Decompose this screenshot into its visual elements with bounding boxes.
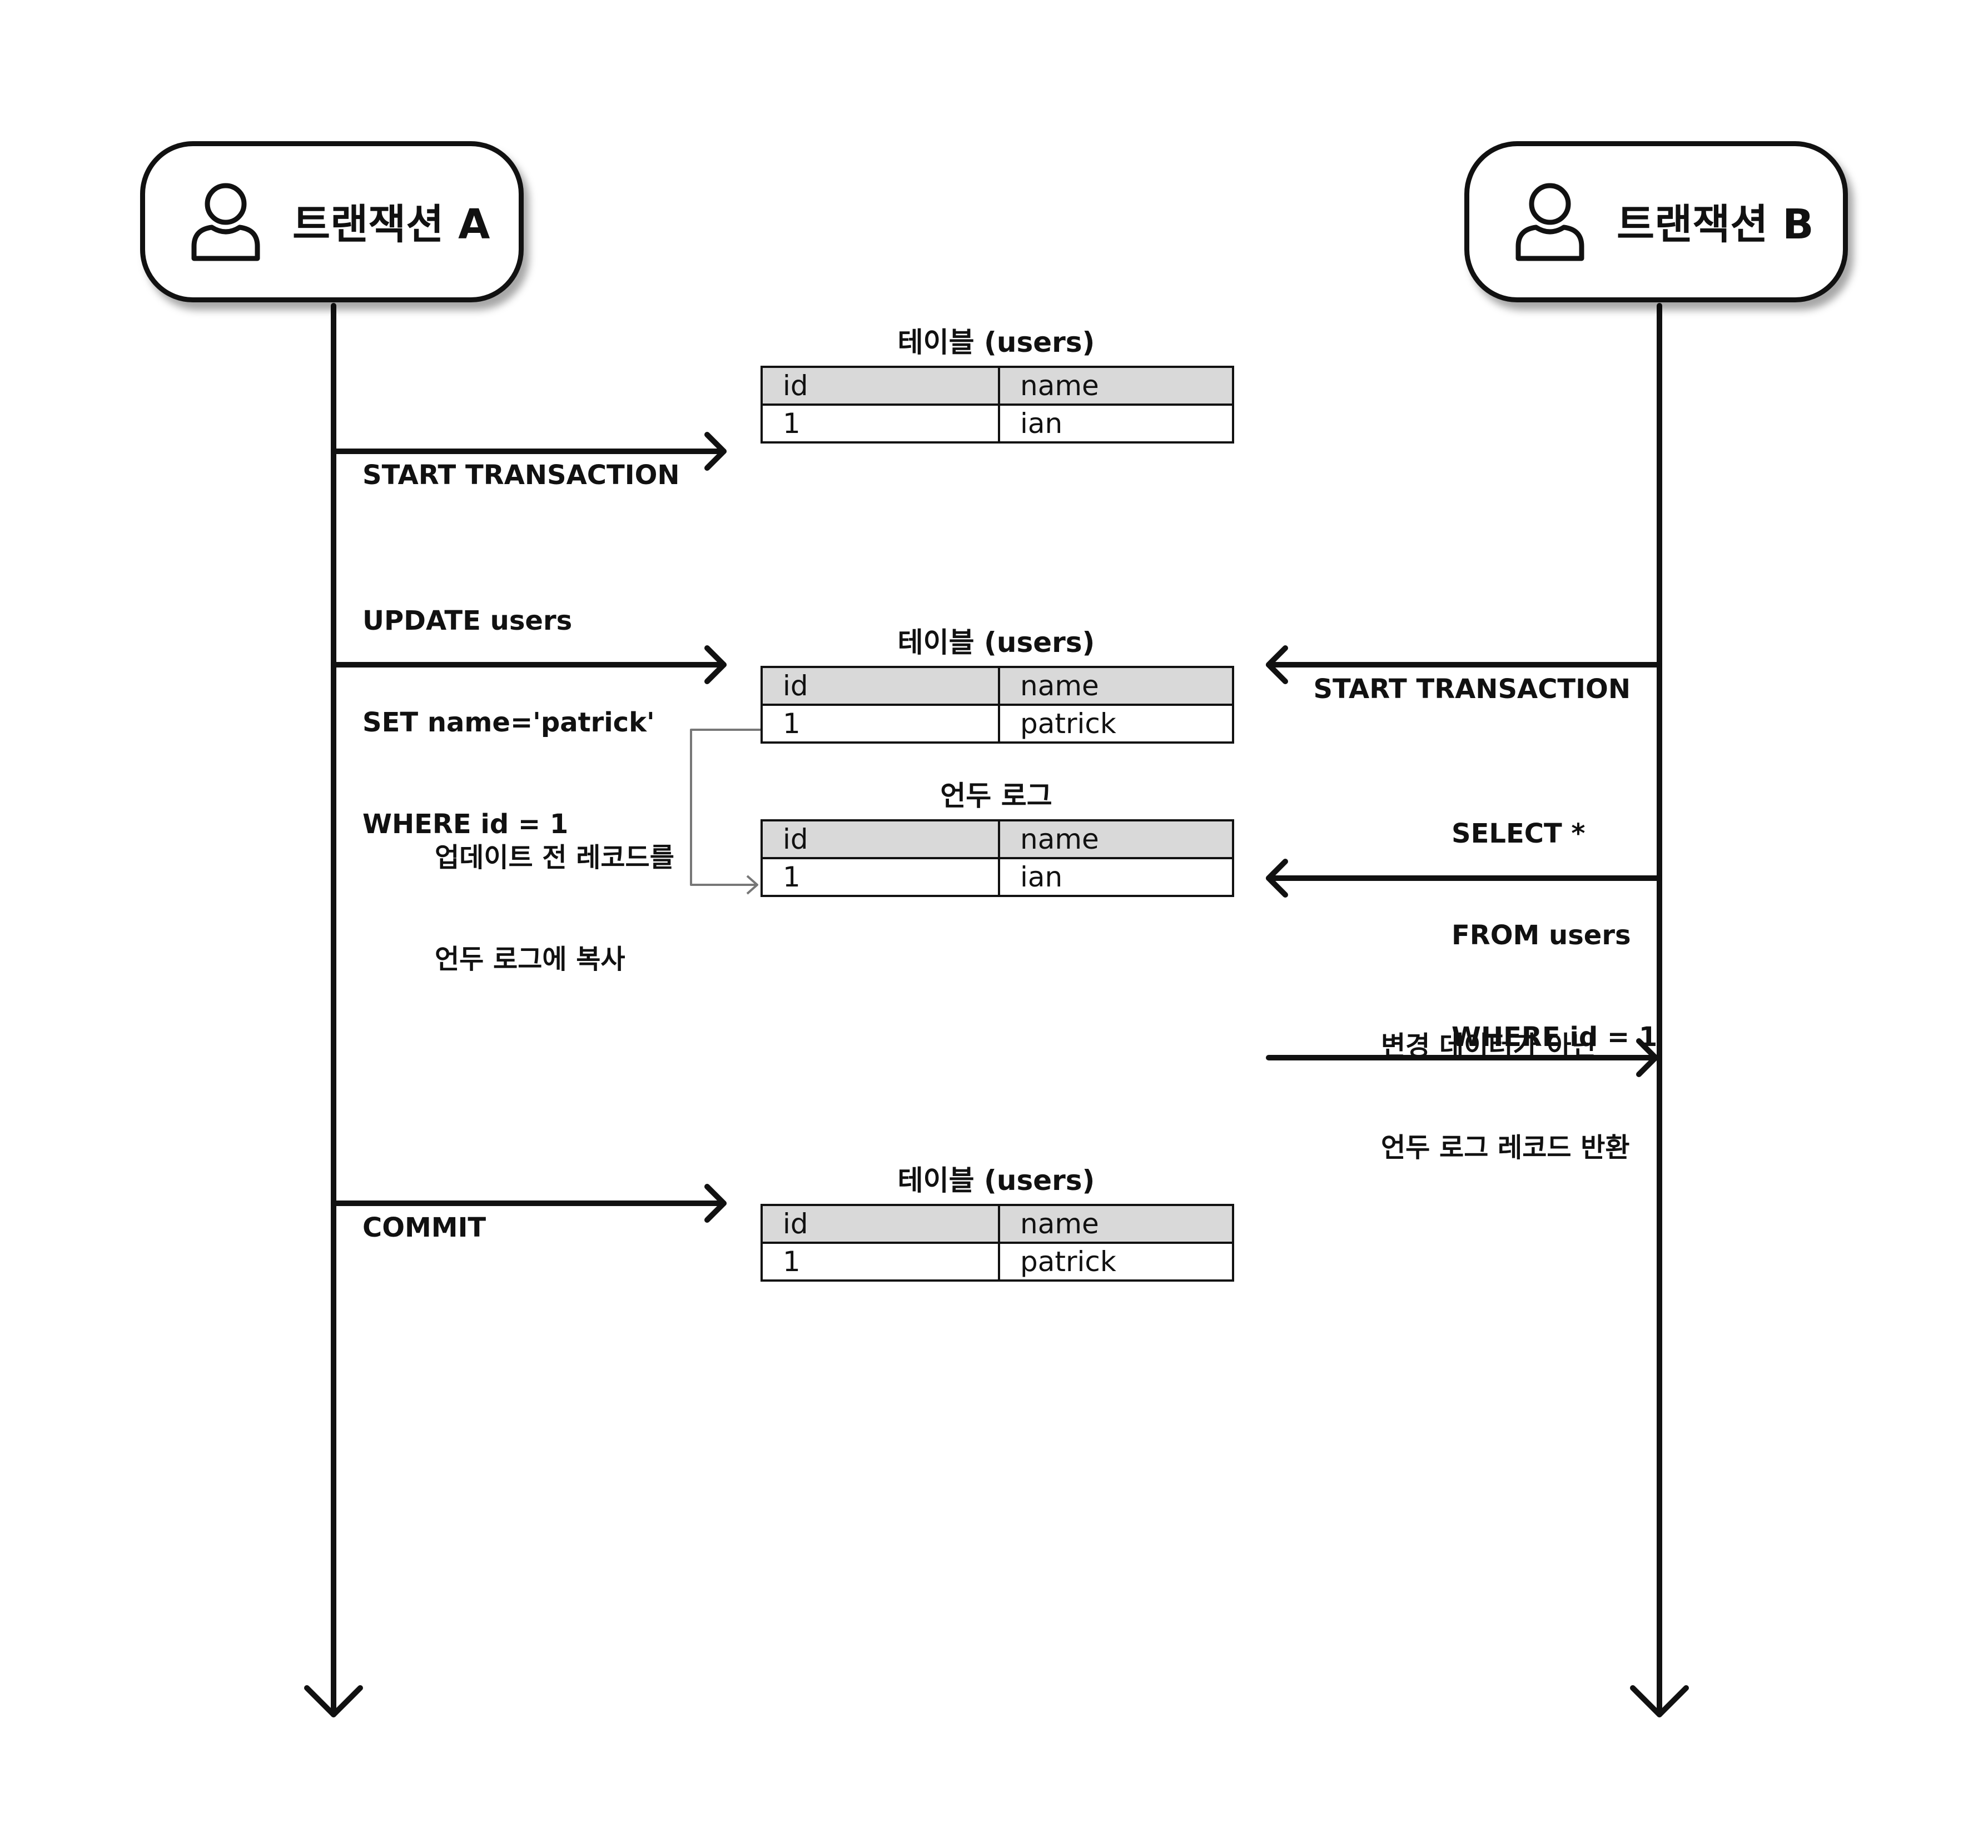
table-header-row: id name [761, 366, 1234, 406]
label-line: 언두 로그에 복사 [435, 944, 625, 975]
undo-log-table: id name 1 ian [761, 819, 1234, 897]
lifeline-a-arrowhead [304, 1685, 363, 1717]
table-cell: patrick [998, 1242, 1234, 1282]
label-a-update: UPDATE users SET name='patrick' WHERE id… [362, 536, 655, 909]
table-title: 언두 로그 [940, 780, 1052, 812]
label-line: WHERE id = 1 [362, 809, 569, 840]
users-table-updated: id name 1 patrick [761, 666, 1234, 744]
column-header: name [998, 666, 1234, 706]
table-cell: ian [998, 404, 1234, 444]
label-line: 업데이트 전 레코드를 [435, 842, 674, 873]
actor-name: 트랜잭션 A [292, 201, 490, 248]
table-header-row: id name [761, 666, 1234, 706]
column-header: name [998, 819, 1234, 859]
table-row: 1 patrick [761, 1242, 1234, 1282]
table-cell: 1 [761, 857, 1000, 897]
label-b-select: SELECT * FROM users WHERE id = 1 [1452, 749, 1657, 1122]
arrow-a-commit-head [704, 1184, 727, 1223]
column-header: name [998, 1204, 1234, 1244]
table-title: 테이블 (users) [897, 1164, 1095, 1197]
label-b-start: START TRANSACTION [1313, 605, 1631, 774]
arrow-a-start-head [704, 432, 727, 471]
users-table-initial: id name 1 ian [761, 366, 1234, 444]
column-header: id [761, 366, 1000, 406]
undo-copy-bracket [690, 729, 761, 886]
table-cell: patrick [998, 704, 1234, 744]
column-header: id [761, 819, 1000, 859]
column-header: name [998, 366, 1234, 406]
table-cell: 1 [761, 704, 1000, 744]
table-header-row: id name [761, 1204, 1234, 1244]
label-line: START TRANSACTION [362, 460, 680, 491]
actor-name: 트랜잭션 B [1617, 201, 1814, 248]
label-line: WHERE id = 1 [1452, 1022, 1658, 1053]
undo-copy-arrowhead [746, 875, 758, 895]
label-undo-copy: 업데이트 전 레코드를 언두 로그에 복사 [435, 773, 674, 1044]
table-row: 1 ian [761, 857, 1234, 897]
label-line: FROM users [1452, 920, 1631, 951]
actor-transaction-a: 트랜잭션 A [140, 141, 524, 302]
label-a-start: START TRANSACTION [362, 391, 680, 560]
column-header: id [761, 666, 1000, 706]
label-line: 변경 데이터가 아닌 [1381, 1030, 1596, 1062]
label-line: SET name='patrick' [362, 707, 655, 738]
label-line: UPDATE users [362, 605, 573, 636]
column-header: id [761, 1204, 1000, 1244]
arrow-b-return-head [1636, 1038, 1658, 1077]
label-a-commit: COMMIT [362, 1143, 486, 1313]
arrow-b-start-head [1266, 645, 1288, 684]
user-icon [191, 183, 260, 261]
table-row: 1 ian [761, 404, 1234, 444]
lifeline-b-arrowhead [1630, 1685, 1689, 1717]
table-cell: 1 [761, 404, 1000, 444]
arrow-b-select-head [1266, 859, 1288, 898]
label-line: COMMIT [362, 1212, 486, 1243]
table-title: 테이블 (users) [897, 326, 1095, 358]
table-header-row: id name [761, 819, 1234, 859]
user-icon [1515, 183, 1584, 261]
table-cell: ian [998, 857, 1234, 897]
table-row: 1 patrick [761, 704, 1234, 744]
label-line: START TRANSACTION [1313, 674, 1631, 705]
users-table-committed: id name 1 patrick [761, 1204, 1234, 1282]
table-title: 테이블 (users) [897, 626, 1095, 659]
label-line: SELECT * [1452, 818, 1586, 849]
table-cell: 1 [761, 1242, 1000, 1282]
actor-transaction-b: 트랜잭션 B [1464, 141, 1848, 302]
arrow-a-update-head [704, 645, 727, 684]
label-line: 언두 로그 레코드 반환 [1381, 1132, 1630, 1163]
label-b-return: 변경 데이터가 아닌 언두 로그 레코드 반환 [1381, 962, 1630, 1233]
